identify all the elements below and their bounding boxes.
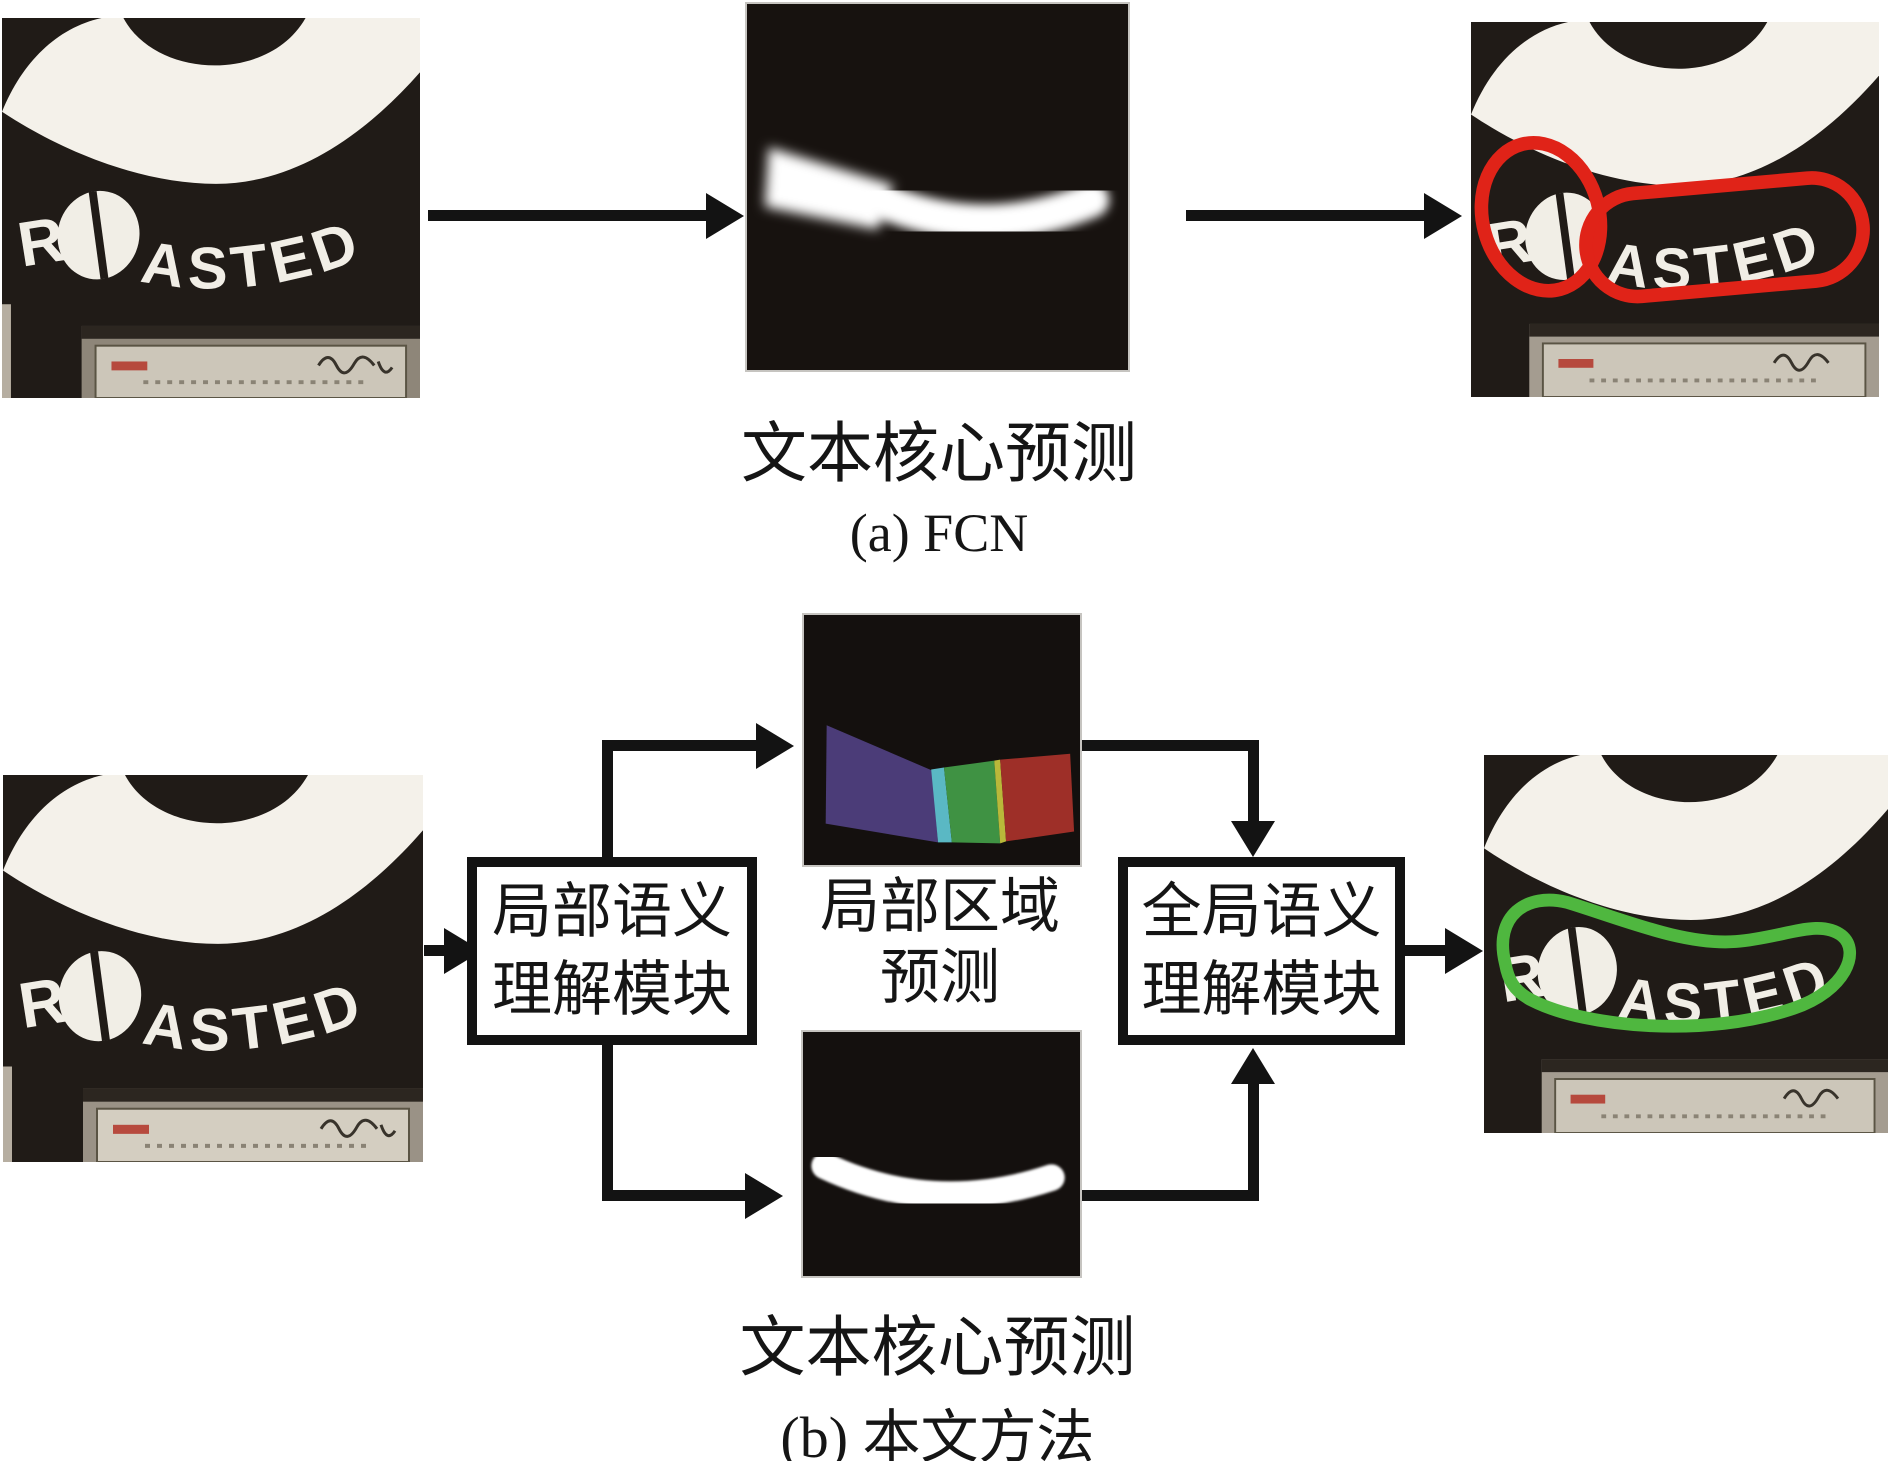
green-detection-outline: [1496, 893, 1856, 1033]
connector-down-vertical: [602, 1040, 613, 1195]
arrow-b-in-shaft: [424, 945, 448, 956]
connector-core-horizontal: [1082, 1190, 1259, 1201]
price-label: [1529, 323, 1879, 397]
region-prediction-label: 局部区域 预测: [795, 872, 1085, 1014]
connector-core-vertical: [1248, 1084, 1259, 1201]
panel-a-result-photo: R ASTED: [1471, 22, 1879, 397]
core-blob-band: [862, 182, 1110, 240]
segment-cyan: [931, 767, 952, 843]
segment-purple: [825, 725, 939, 843]
connector-up-head-icon: [756, 723, 794, 769]
shirt-collar-shape: [2, 18, 420, 184]
coffee-bean-o: [57, 190, 140, 280]
coffee-bean-o: [1537, 926, 1617, 1016]
photo-edge-sliver: [3, 1066, 12, 1162]
connector-region-vertical: [1248, 740, 1259, 822]
collar-notch: [1601, 755, 1778, 803]
collar-notch: [125, 775, 308, 824]
panel-b-result-photo: R ASTED: [1484, 755, 1888, 1133]
arrow-a1-shaft: [428, 210, 712, 221]
price-label: [83, 1088, 423, 1162]
panel-b-core-label: 文本核心预测: [739, 1312, 1136, 1385]
connector-region-head-icon: [1231, 821, 1275, 857]
price-label: [81, 325, 420, 398]
global-module-line2: 理解模块: [1141, 957, 1382, 1023]
region-label-line2: 预测: [880, 944, 1000, 1011]
local-module-line1: 局部语义: [492, 879, 732, 945]
collar-notch: [1589, 22, 1768, 69]
panel-a-core-map: [745, 2, 1130, 372]
arrow-a1-head-icon: [706, 193, 744, 239]
arrow-a2-head-icon: [1424, 193, 1462, 239]
region-prediction-map: [802, 613, 1082, 867]
panel-b-input-photo: R ASTED: [3, 775, 423, 1162]
shirt-collar-shape: [1471, 22, 1879, 186]
segment-green: [943, 760, 1001, 844]
label-red-text-mark: [111, 361, 148, 371]
shirt-collar-shape: [1484, 755, 1888, 920]
connector-up-horizontal: [602, 740, 760, 751]
panel-a-caption: (a) FCN: [849, 503, 1029, 563]
global-semantic-module-box: 全局语义 理解模块: [1118, 857, 1405, 1045]
panel-a-core-label: 文本核心预测: [741, 418, 1137, 491]
photo-edge-sliver: [2, 304, 11, 398]
panel-b-core-map: [801, 1030, 1082, 1278]
panel-b-caption: (b) 本文方法: [780, 1405, 1095, 1461]
arrow-b-out-head-icon: [1445, 928, 1483, 974]
core-blob-left: [764, 147, 894, 230]
segment-red: [1000, 753, 1075, 842]
shirt-collar-shape: [3, 775, 423, 944]
connector-up-vertical: [602, 740, 613, 862]
connector-down-horizontal: [602, 1190, 749, 1201]
region-label-line1: 局部区域: [820, 874, 1060, 940]
red-detection-outline-right: [1579, 171, 1870, 304]
local-semantic-module-box: 局部语义 理解模块: [467, 857, 757, 1045]
collar-notch: [123, 18, 306, 66]
core-stroke: [811, 1152, 1065, 1209]
red-detection-outline-left: [1474, 135, 1608, 298]
label-script-mark: [317, 355, 394, 375]
panel-a-input-photo: R ASTED: [2, 18, 420, 398]
connector-down-head-icon: [745, 1173, 783, 1219]
arrow-a2-shaft: [1186, 210, 1430, 221]
global-module-line1: 全局语义: [1141, 879, 1382, 945]
connector-core-head-icon: [1231, 1048, 1275, 1084]
local-module-line2: 理解模块: [492, 957, 732, 1023]
arrow-b-out-shaft: [1405, 945, 1449, 956]
coffee-bean-o: [58, 951, 142, 1042]
segment-yellow: [994, 759, 1007, 844]
connector-region-horizontal: [1082, 740, 1255, 751]
price-label: [1541, 1059, 1888, 1133]
